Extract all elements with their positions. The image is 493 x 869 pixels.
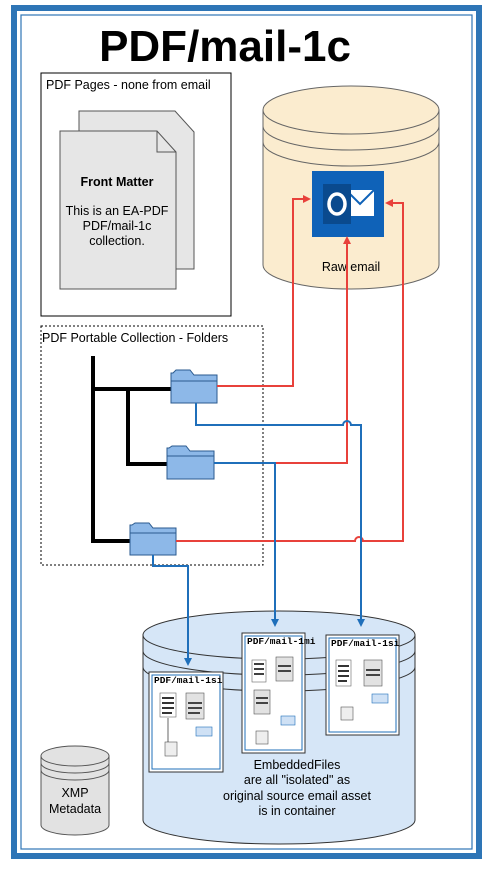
front-matter-line1: This is an EA-PDF (66, 204, 169, 218)
front-matter-line2: PDF/mail-1c (83, 219, 152, 233)
page-title: PDF/mail-1c (99, 22, 351, 71)
blue-link-folder2 (214, 462, 279, 627)
front-page-icon (59, 130, 177, 290)
xmp-label-line1: XMP (61, 786, 88, 800)
folder-icon-3 (129, 522, 177, 556)
folder-tree (91, 356, 173, 543)
pdf-pages-label: PDF Pages - none from email (46, 78, 211, 92)
embedded-doc-1 (148, 671, 224, 773)
embedded-caption-1: EmbeddedFiles (254, 758, 341, 772)
embedded-doc-2-title: PDF/mail-1mi (247, 636, 316, 647)
blue-link-folder3 (152, 555, 192, 666)
xmp-label-line2: Metadata (49, 802, 101, 816)
raw-email-label: Raw email (322, 260, 380, 274)
front-matter-line3: collection. (89, 234, 145, 248)
inner-frame (20, 14, 473, 850)
folder-icon-1 (170, 369, 218, 404)
embedded-caption-4: is in container (258, 804, 335, 818)
embedded-doc-3 (325, 634, 400, 736)
front-matter-heading: Front Matter (81, 175, 154, 189)
folder-icon-2 (166, 445, 215, 480)
portable-collection-label: PDF Portable Collection - Folders (42, 331, 228, 345)
embedded-doc-3-title: PDF/mail-1si (331, 638, 400, 649)
embedded-caption-3: original source email asset (223, 789, 372, 803)
embedded-caption-2: are all "isolated" as (244, 773, 350, 787)
blue-link-folder1 (195, 403, 365, 627)
embedded-doc-2 (241, 632, 306, 754)
red-link-folder1 (217, 195, 311, 387)
embedded-doc-1-title: PDF/mail-1si (154, 675, 223, 686)
outlook-icon (312, 171, 384, 237)
xmp-cylinder (40, 745, 110, 836)
